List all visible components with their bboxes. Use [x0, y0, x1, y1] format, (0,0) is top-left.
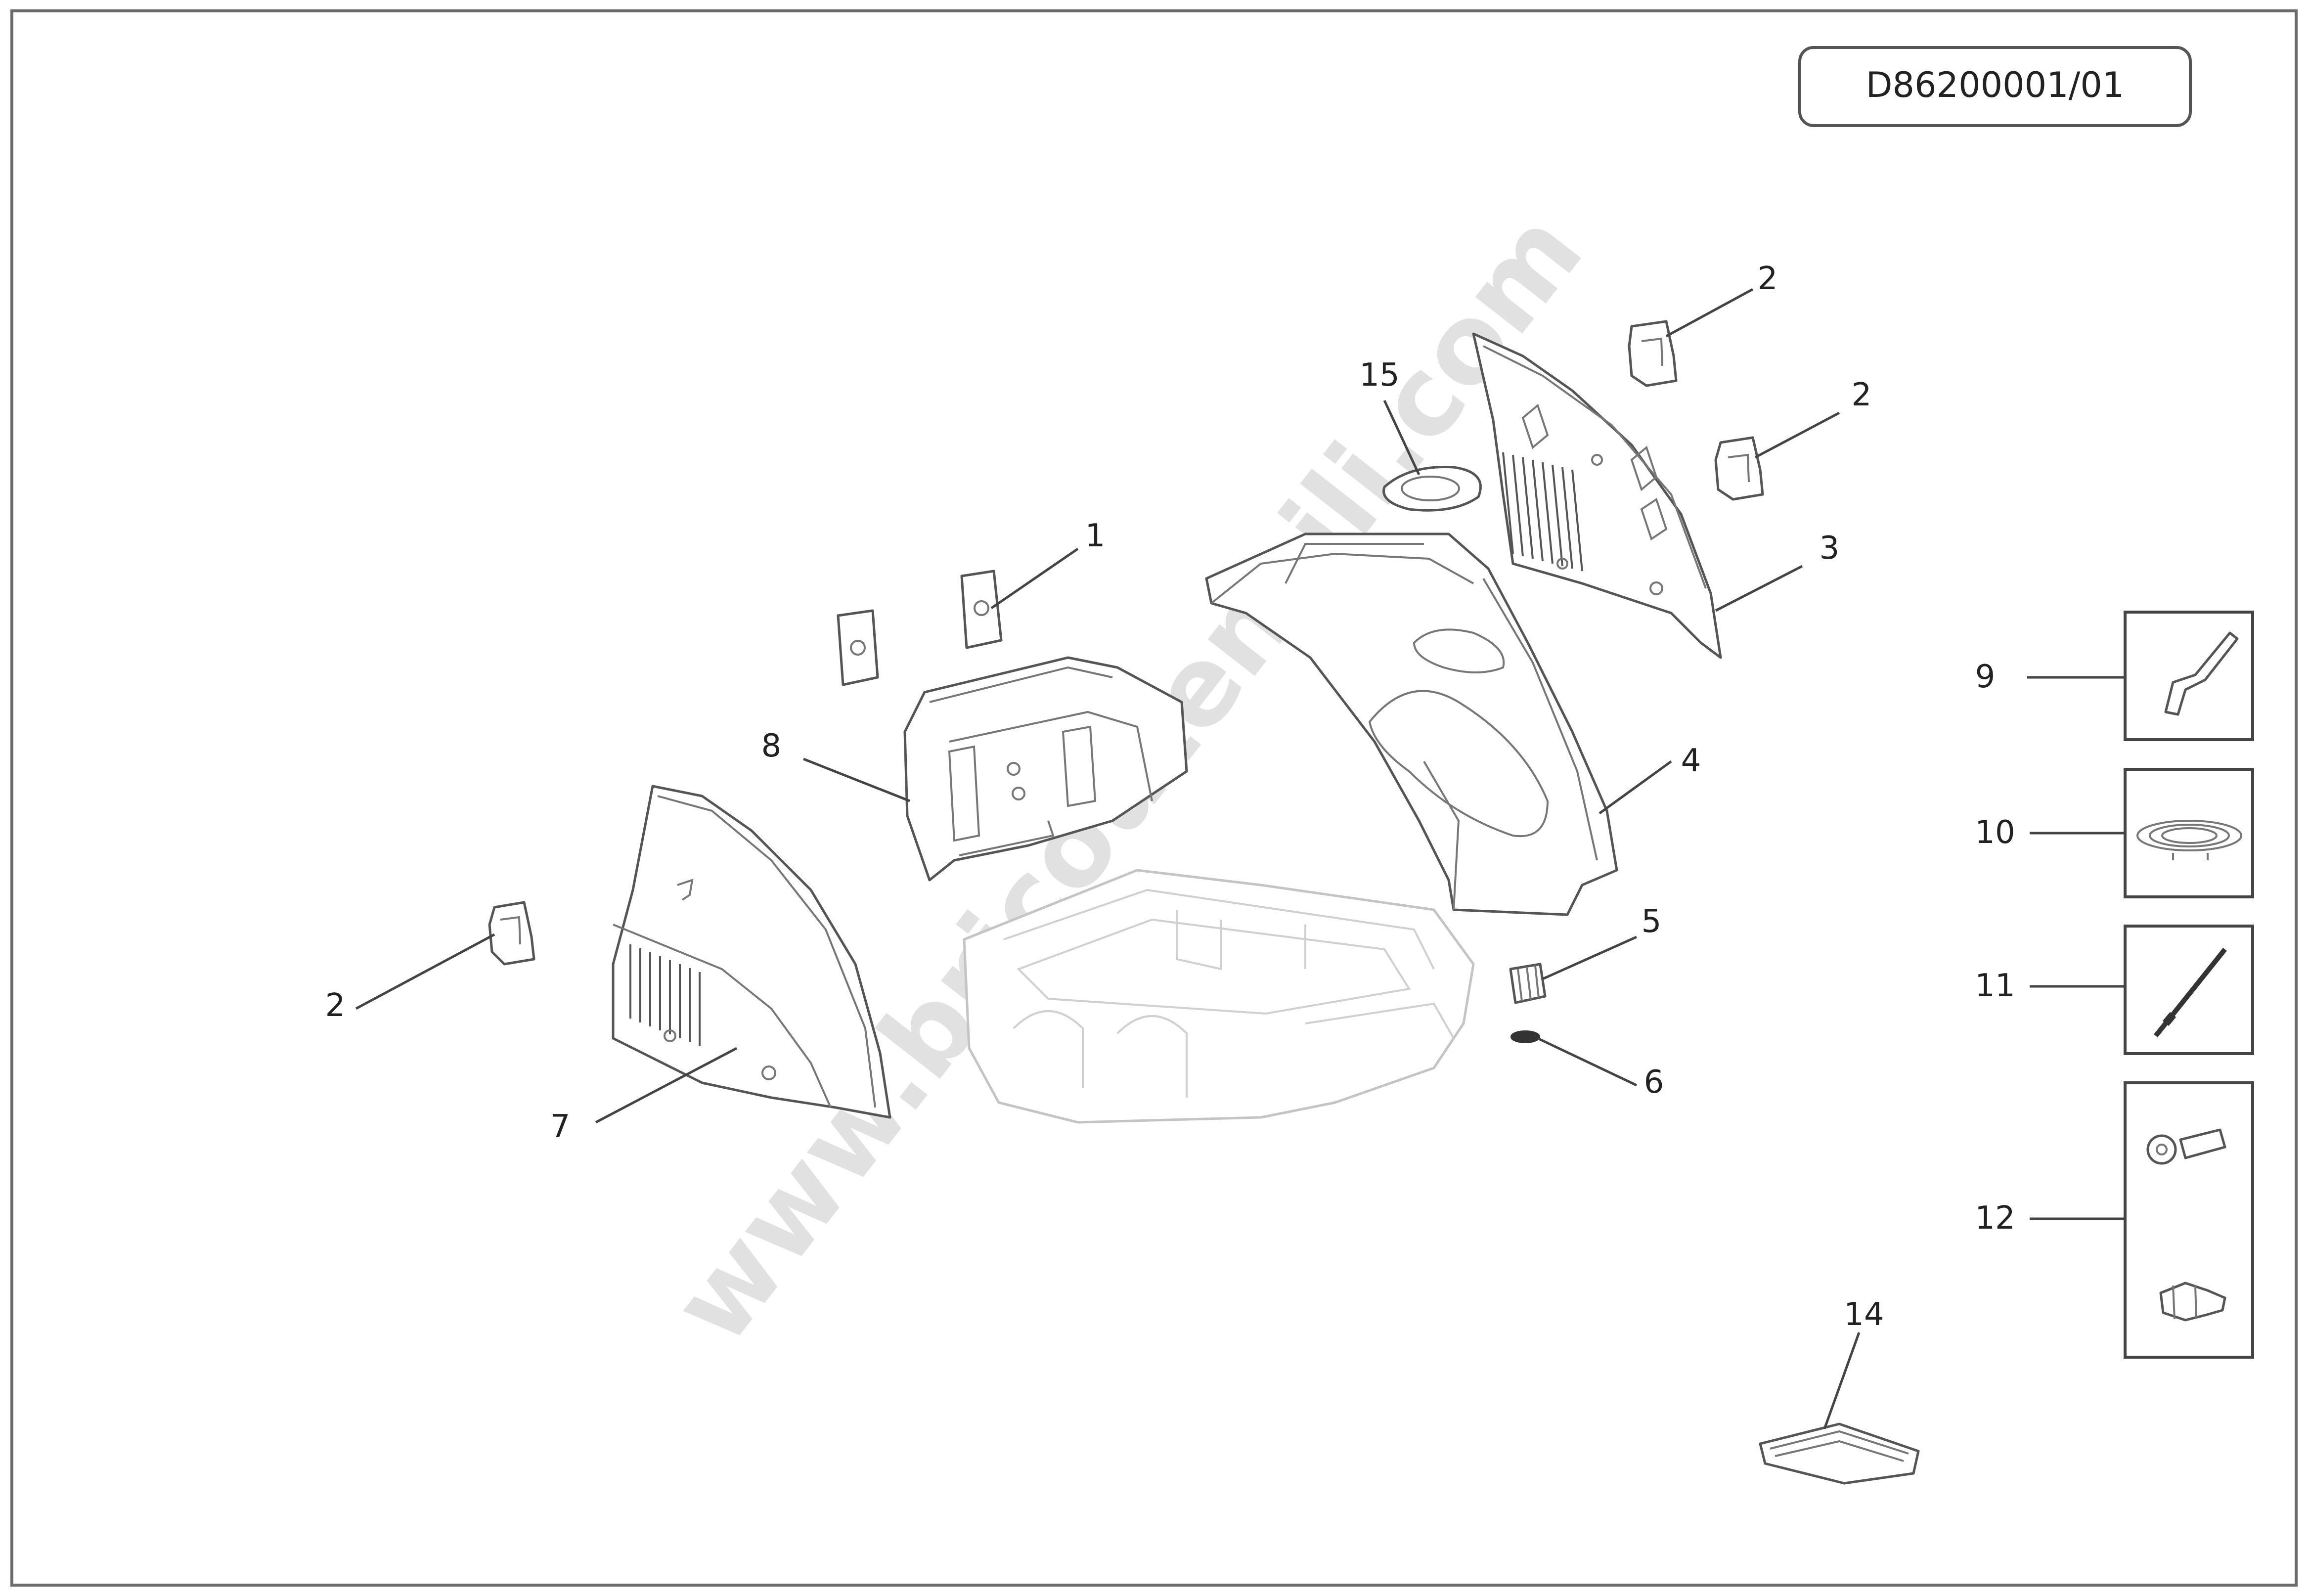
- part-base-tank: [963, 869, 1475, 1124]
- callout-2a: 2: [1758, 261, 1778, 297]
- leader-line-3: [1715, 565, 1803, 612]
- part-plate-1b: [960, 570, 1003, 649]
- part-inner-bracket: [903, 656, 1188, 882]
- callout-11: 11: [1975, 968, 2015, 1004]
- leader-line-6: [1537, 1037, 1638, 1087]
- right-panel-grille: [1502, 452, 1583, 572]
- part-right-side-panel: [1472, 332, 1722, 659]
- callout-1: 1: [1085, 518, 1106, 554]
- drawing-code-label: D86200001/01: [1798, 46, 2192, 127]
- part-cup-15: [1382, 466, 1482, 512]
- accessory-box-11: [2124, 925, 2254, 1055]
- part-manual-14: [1759, 1422, 1920, 1485]
- leader-line-5: [1542, 935, 1638, 980]
- part-knob-5: [1509, 963, 1547, 1004]
- leader-line-4: [1599, 760, 1672, 815]
- callout-2b: 2: [1852, 377, 1872, 413]
- part-clip-2a: [1628, 320, 1678, 387]
- callout-5: 5: [1642, 903, 1662, 940]
- part-clip-2b: [1714, 436, 1764, 501]
- accessory-box-10: [2124, 768, 2254, 898]
- callout-6: 6: [1644, 1064, 1664, 1101]
- part-left-side-panel: [612, 785, 891, 1119]
- leader-line-7: [595, 1047, 738, 1124]
- leader-line-15: [1383, 399, 1421, 476]
- part-clip-2c: [488, 901, 535, 966]
- leader-line-2c: [355, 933, 495, 1010]
- nozzle-set-icon: [2146, 1128, 2226, 1165]
- leader-line-2b: [1754, 411, 1840, 459]
- connector-icon: [2159, 1282, 2226, 1322]
- drawing-frame: [10, 9, 2298, 1587]
- hose-coil-icon: [2136, 820, 2242, 860]
- callout-15: 15: [1359, 357, 1399, 394]
- callout-7: 7: [550, 1108, 571, 1145]
- callout-4: 4: [1681, 743, 1701, 779]
- part-front-shell: [1205, 532, 1618, 916]
- left-panel-grille: [629, 944, 701, 1046]
- callout-2c: 2: [325, 987, 346, 1024]
- leader-line-1: [990, 547, 1079, 610]
- accessory-box-9: [2124, 611, 2254, 741]
- part-plate-1a: [837, 609, 879, 686]
- callout-12: 12: [1975, 1200, 2015, 1237]
- callout-3: 3: [1820, 530, 1840, 567]
- leader-line-2a: [1665, 288, 1754, 338]
- callout-10: 10: [1975, 814, 2015, 851]
- leader-line-8: [803, 757, 910, 802]
- part-seal-6: [1510, 1030, 1540, 1043]
- lance-icon: [2154, 947, 2227, 1038]
- callout-9: 9: [1975, 659, 1996, 695]
- leader-line-14: [1823, 1332, 1861, 1429]
- spray-gun-icon: [2164, 631, 2239, 716]
- accessory-box-12: [2124, 1081, 2254, 1359]
- drawing-code-text: D86200001/01: [1866, 65, 2125, 105]
- callout-14: 14: [1844, 1296, 1884, 1333]
- callout-8: 8: [761, 728, 782, 764]
